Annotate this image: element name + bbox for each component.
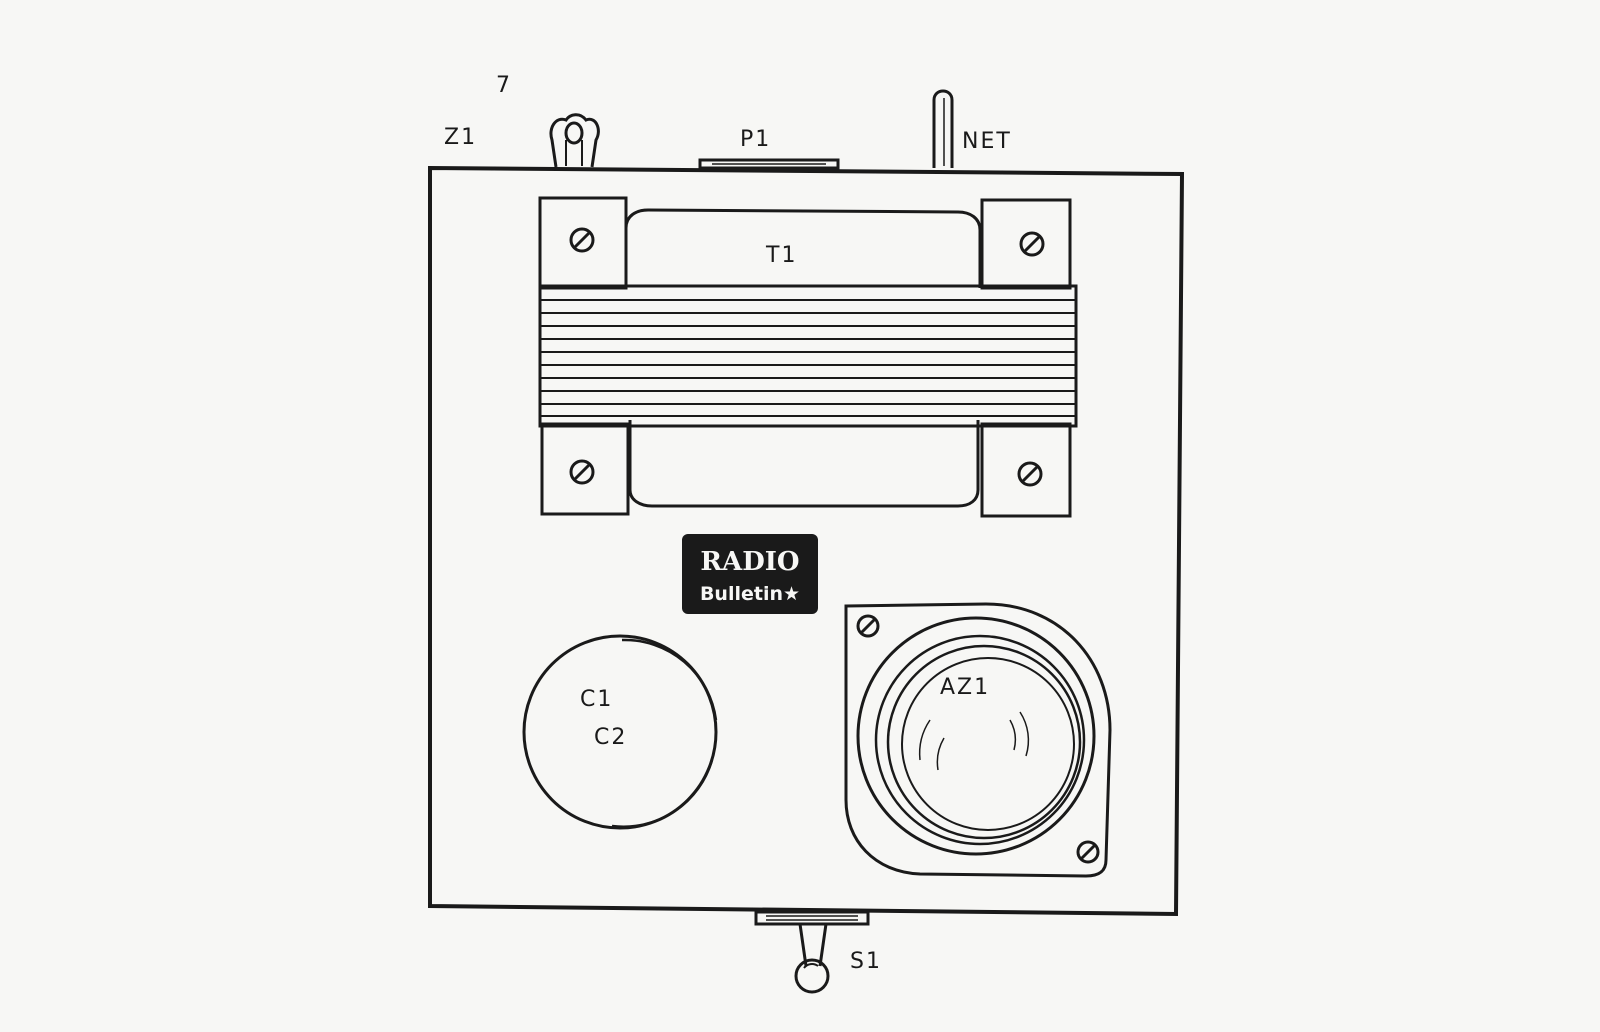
rectifier-tube-az1: [844, 602, 1112, 878]
mains-cable-net: [932, 89, 954, 168]
label-t1: T1: [765, 243, 797, 268]
label-az1: AZ1: [940, 675, 990, 700]
label-s1: S1: [850, 949, 882, 974]
transformer-t1: [538, 196, 1078, 518]
label-c2: C2: [594, 725, 627, 750]
toggle-switch-s1: [754, 910, 870, 994]
screw-icon: [1019, 231, 1045, 257]
label-net: NET: [962, 129, 1012, 154]
screw-icon: [569, 459, 595, 485]
fuse-holder-z1: [549, 113, 600, 168]
screw-icon: [569, 227, 595, 253]
label-z1: Z1: [444, 125, 477, 150]
chassis-plate: [428, 165, 1185, 917]
capacitor-c1-c2: [522, 634, 718, 830]
radio-bulletin-logo: RADIO Bulletin★: [682, 534, 818, 614]
label-c1: C1: [580, 687, 613, 712]
potentiometer-p1: [698, 158, 840, 170]
label-p1: P1: [740, 127, 771, 152]
corner-mark: 7: [496, 73, 512, 98]
screw-icon: [1017, 461, 1043, 487]
screw-icon: [856, 614, 880, 638]
logo-line2: Bulletin★: [700, 583, 800, 605]
screw-icon: [1076, 840, 1100, 864]
logo-line1: RADIO: [700, 547, 799, 577]
